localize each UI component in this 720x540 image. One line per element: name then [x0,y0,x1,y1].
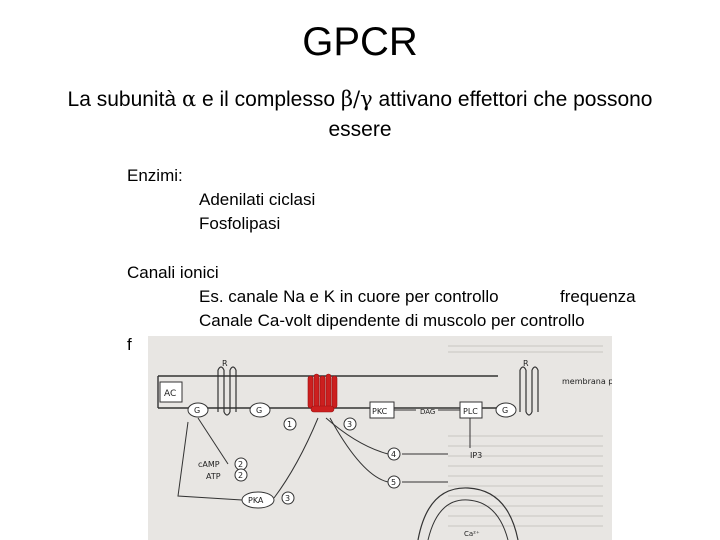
plc-label: PLC [463,407,478,416]
enzymes-label: Enzimi: [127,166,183,185]
ac-label: AC [164,389,176,399]
channel-line1-a: Es. canale Na e K in cuore per controllo [199,287,499,306]
red-gpcr-receptor [307,373,338,413]
membrane-label: membrana plasmatica [562,377,612,386]
subtitle-beta-gamma: β/γ [340,87,373,111]
subtitle-part1: La subunità [67,88,177,111]
pka-label: PKA [248,496,264,505]
ac-box [159,381,183,403]
diagram-background [148,336,612,540]
pkc-label: PKC [372,407,388,416]
channel-line1-b: frequenza [560,287,636,306]
g3-oval [495,402,517,418]
channel-line3-start: f [127,335,132,354]
left-receptor [217,366,237,416]
camp-label: cAMP [198,460,220,469]
dag-label: DAG [420,408,435,416]
g1-label: G [194,406,200,415]
g1-oval [187,402,209,418]
subtitle: La subunità α e il complesso β/γ attivan… [40,84,680,145]
step-circles [234,417,401,505]
gpcr-signaling-diagram: membrana plasmatica AC R G G 1 3 2 2 3 4… [148,336,612,540]
step-3b: 3 [285,494,290,503]
subtitle-alpha: α [181,87,197,111]
background-text-texture [448,345,603,527]
page-title: GPCR [302,20,418,64]
g2-label: G [256,406,262,415]
ca-label: Ca²⁺ [464,530,480,538]
atp-label: ATP [206,472,221,481]
subtitle-part2: e il complesso [201,88,336,111]
er-inner-arc [427,499,509,540]
step-4: 4 [391,450,396,459]
channels-label: Canali ionici [127,263,219,282]
step-5: 5 [391,478,396,487]
ip3-label: IP3 [470,451,482,460]
g2-oval [249,402,271,418]
enzyme-item: Fosfolipasi [199,214,281,233]
subtitle-part3: attivano effettori che possono essere [328,88,653,141]
g3-label: G [502,406,508,415]
r-left-label: R [222,359,228,368]
r-right-label: R [523,359,529,368]
step-3: 3 [347,420,352,429]
channel-line2: Canale Ca-volt dipendente di muscolo per… [199,311,585,330]
step-1: 1 [287,420,292,429]
pathway-arrows [177,409,471,501]
enzyme-item: Adenilati ciclasi [199,190,316,209]
er-arc [417,487,519,540]
step-2: 2 [238,460,243,469]
step-2b: 2 [238,471,243,480]
right-receptor [519,366,539,416]
